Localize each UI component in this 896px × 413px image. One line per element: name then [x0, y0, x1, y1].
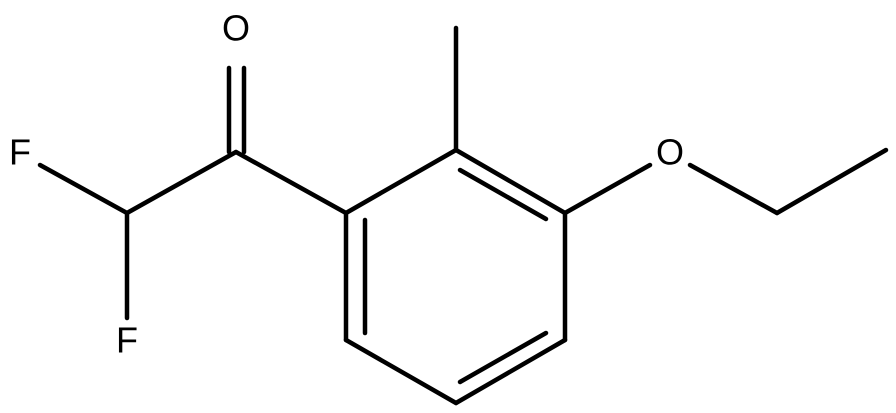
bonds — [37, 25, 889, 406]
ring-bond-c4-c5 — [453, 337, 568, 406]
ether-oxygen-label: O — [656, 132, 684, 173]
ring-bond-c1-c2 — [343, 147, 459, 216]
carbonyl-to-ring-bond — [233, 149, 349, 216]
ring-to-ether-oxygen-bond — [562, 162, 653, 216]
carbonyl-to-chf2-bond — [124, 149, 239, 216]
ring-inner-double-c2-c3 — [457, 167, 549, 222]
atom-labels: O F F O — [9, 8, 684, 361]
fluorine-bottom-label: F — [116, 320, 138, 361]
chf2-to-fluorine-top-bond — [37, 162, 130, 216]
ring-inner-double-c4-c5 — [457, 330, 549, 385]
ch2-to-ch3-bond — [774, 147, 889, 216]
carbonyl-oxygen-label: O — [222, 8, 250, 49]
ring-bond-c5-c6 — [343, 337, 459, 406]
ring-bond-c2-c3 — [453, 147, 568, 216]
fluorine-top-label: F — [9, 132, 31, 173]
ether-oxygen-to-ch2-bond — [687, 162, 780, 216]
